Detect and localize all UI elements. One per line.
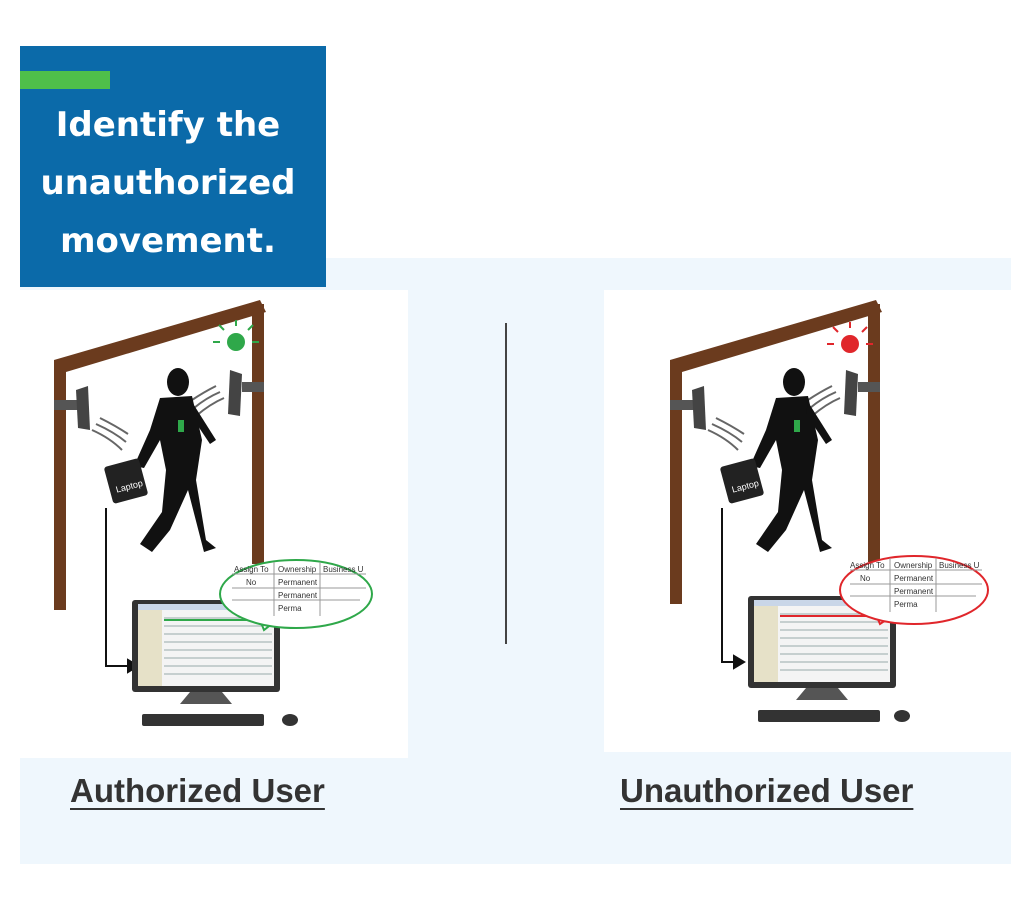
popup-col-assign: Assign To — [234, 565, 269, 574]
popup-ownership-row-2: Permanent — [278, 591, 318, 600]
popup-assign-value: No — [860, 574, 871, 583]
walking-person-icon — [750, 368, 832, 552]
popup-ownership-row-1: Permanent — [278, 578, 318, 587]
unauthorized-user-caption: Unauthorized User — [620, 772, 913, 810]
authorized-user-caption: Authorized User — [70, 772, 325, 810]
popup-col-assign: Assign To — [850, 561, 885, 570]
page-title: Identify the unauthorized movement. — [20, 96, 316, 270]
walking-person-icon — [134, 368, 216, 552]
data-popup: Assign To Ownership Business U No Perman… — [840, 556, 988, 624]
unauthorized-illustration: Laptop — [604, 290, 1011, 752]
status-light-bulb — [841, 335, 859, 353]
title-accent-bar — [20, 71, 110, 89]
popup-ownership-row-1: Permanent — [894, 574, 934, 583]
title-line-3: movement. — [20, 212, 316, 270]
arrow-icon — [722, 508, 744, 668]
status-light-icon — [827, 322, 873, 353]
popup-assign-value: No — [246, 578, 257, 587]
authorized-illustration: Laptop — [20, 290, 408, 758]
popup-ownership-row-3: Perma — [894, 600, 918, 609]
unauthorized-scene: Laptop — [604, 290, 1011, 752]
status-light-bulb — [227, 333, 245, 351]
popup-col-business: Business U — [323, 565, 364, 574]
divider — [505, 323, 507, 644]
title-line-1: Identify the — [20, 96, 316, 154]
popup-ownership-row-3: Perma — [278, 604, 302, 613]
popup-col-ownership: Ownership — [278, 565, 317, 574]
title-line-2: unauthorized — [20, 154, 316, 212]
authorized-scene: Laptop — [20, 290, 408, 758]
popup-col-business: Business U — [939, 561, 980, 570]
popup-col-ownership: Ownership — [894, 561, 933, 570]
popup-ownership-row-2: Permanent — [894, 587, 934, 596]
